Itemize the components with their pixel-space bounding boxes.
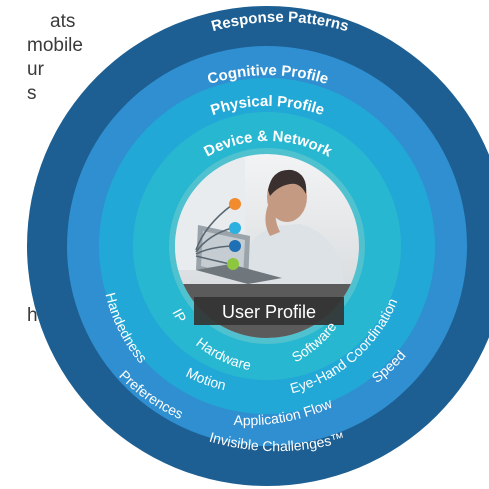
blue-dot (229, 240, 241, 252)
user-profile-label: User Profile (222, 302, 316, 322)
connection-lines (195, 204, 233, 265)
left-text-line-2: mobile (27, 35, 83, 56)
left-text-line-4: s (27, 83, 37, 104)
cyan-dot (229, 222, 241, 234)
green-dot (227, 258, 239, 270)
left-text-line-5: h (27, 305, 38, 326)
left-text-line-3: ur (27, 59, 44, 80)
orange-dot (229, 198, 241, 210)
user-profile-bar (194, 297, 344, 325)
left-text-line-1: ats (50, 11, 76, 32)
